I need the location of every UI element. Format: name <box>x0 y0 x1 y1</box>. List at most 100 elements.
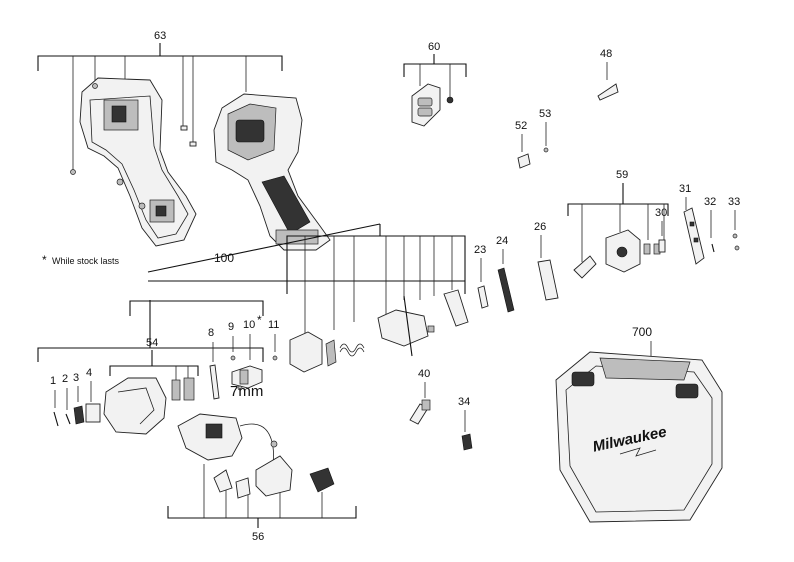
stock-note: While stock lasts <box>52 256 120 266</box>
label-3: 3 <box>73 372 79 384</box>
led-icon <box>446 96 454 104</box>
screw-icon <box>70 169 76 175</box>
label-48: 48 <box>600 48 612 60</box>
part-56-group: 56 <box>167 413 357 543</box>
magnet-strip-icon <box>537 259 559 301</box>
label-1: 1 <box>50 375 56 387</box>
part-24-group: 24 <box>496 235 515 313</box>
part-30-group: 30 <box>655 207 667 253</box>
part-26-group: 26 <box>534 221 559 301</box>
part-48-group: 48 <box>597 48 619 101</box>
label-11: 11 <box>268 319 279 331</box>
label-9: 9 <box>228 321 234 333</box>
bracket-icon <box>517 153 531 169</box>
label-63: 63 <box>154 30 166 42</box>
part-3-group: 3 <box>73 372 85 425</box>
part-31-group: 31 <box>679 183 705 265</box>
label-40: 40 <box>418 368 430 380</box>
motor-cap-icon <box>289 331 323 373</box>
label-32: 32 <box>704 196 716 208</box>
label-10: 10 <box>243 319 255 331</box>
spring-icon <box>461 433 473 451</box>
ball-icon <box>272 355 278 361</box>
label-34: 34 <box>458 396 470 408</box>
label-23: 23 <box>474 244 486 256</box>
block-icon <box>85 403 101 423</box>
part-63-group: 63 <box>37 30 331 251</box>
label-31: 31 <box>679 183 691 195</box>
gear-housing-icon <box>103 377 167 435</box>
label-4: 4 <box>86 367 92 379</box>
clip-icon <box>189 141 197 147</box>
label-52: 52 <box>515 120 527 132</box>
latch-icon <box>571 371 595 387</box>
bushing-icon <box>171 379 181 401</box>
spring-icon <box>339 343 365 353</box>
label-700: 700 <box>632 325 652 339</box>
shim-icon <box>477 285 489 309</box>
part-59-group: 59 <box>567 169 669 279</box>
label-60: 60 <box>428 41 440 53</box>
bushing-icon <box>183 377 195 401</box>
stock-mark: * <box>42 253 47 267</box>
label-8: 8 <box>208 327 214 339</box>
label-100: 100 <box>214 251 234 265</box>
part-9-group: 9 <box>228 321 236 361</box>
subassembly-bracket: * <box>37 300 264 362</box>
spindle-icon <box>573 255 597 279</box>
rotor-icon <box>377 309 429 347</box>
label-53: 53 <box>539 108 551 120</box>
part-60-group: 60 <box>403 41 467 127</box>
part-4-group: 4 <box>85 367 101 423</box>
label-54: 54 <box>146 337 158 349</box>
pin-icon <box>65 413 71 425</box>
sleeve-icon <box>658 239 666 253</box>
part-32-group: 32 <box>704 196 716 253</box>
screw-icon <box>734 245 740 251</box>
label-2: 2 <box>62 373 68 385</box>
size-label: 7mm <box>230 383 263 400</box>
circuit-board-icon <box>683 207 705 265</box>
spring-icon <box>73 405 85 425</box>
clip-icon <box>180 125 188 131</box>
part-23-group: 23 <box>474 244 489 309</box>
screw-icon <box>732 233 738 239</box>
part-54-group: 54 <box>103 337 199 435</box>
part-33-group: 33 <box>728 196 740 251</box>
screw-icon <box>543 147 549 153</box>
part-10-group: 10 <box>231 319 263 391</box>
screw-icon <box>92 83 98 89</box>
part-1-group: 1 <box>50 375 59 427</box>
housing-left-half-icon <box>79 77 197 247</box>
label-33: 33 <box>728 196 740 208</box>
label-24: 24 <box>496 235 508 247</box>
asterisk-11: * <box>257 313 262 327</box>
latch-icon <box>675 383 699 399</box>
part-11-group: 11 <box>268 319 279 361</box>
label-30: 30 <box>655 207 667 219</box>
wedge-icon <box>597 83 619 101</box>
part-52-group: 52 <box>515 120 531 169</box>
pin-icon <box>711 243 715 253</box>
part-2-group: 2 <box>62 373 71 425</box>
stator-bracket-icon <box>443 289 469 327</box>
switch-lever-icon <box>235 477 251 499</box>
part-8-group: 8 <box>208 327 220 400</box>
connector-icon <box>309 467 335 493</box>
pin-icon <box>53 411 59 427</box>
part-100-group: 100 <box>147 223 469 373</box>
shaft-icon <box>209 364 220 400</box>
ball-icon <box>230 355 236 361</box>
label-56: 56 <box>252 531 264 543</box>
label-26: 26 <box>534 221 546 233</box>
seal-strip-icon <box>497 267 515 313</box>
label-59: 59 <box>616 169 628 181</box>
case-handle-icon <box>599 357 691 381</box>
part-53-group: 53 <box>539 108 551 153</box>
part-700-group: 700 Milwaukee <box>555 325 723 523</box>
spring-clip-icon <box>213 469 233 493</box>
part-40-group: 40 <box>409 368 431 425</box>
bearing-icon <box>325 339 337 367</box>
part-34-group: 34 <box>458 396 473 451</box>
